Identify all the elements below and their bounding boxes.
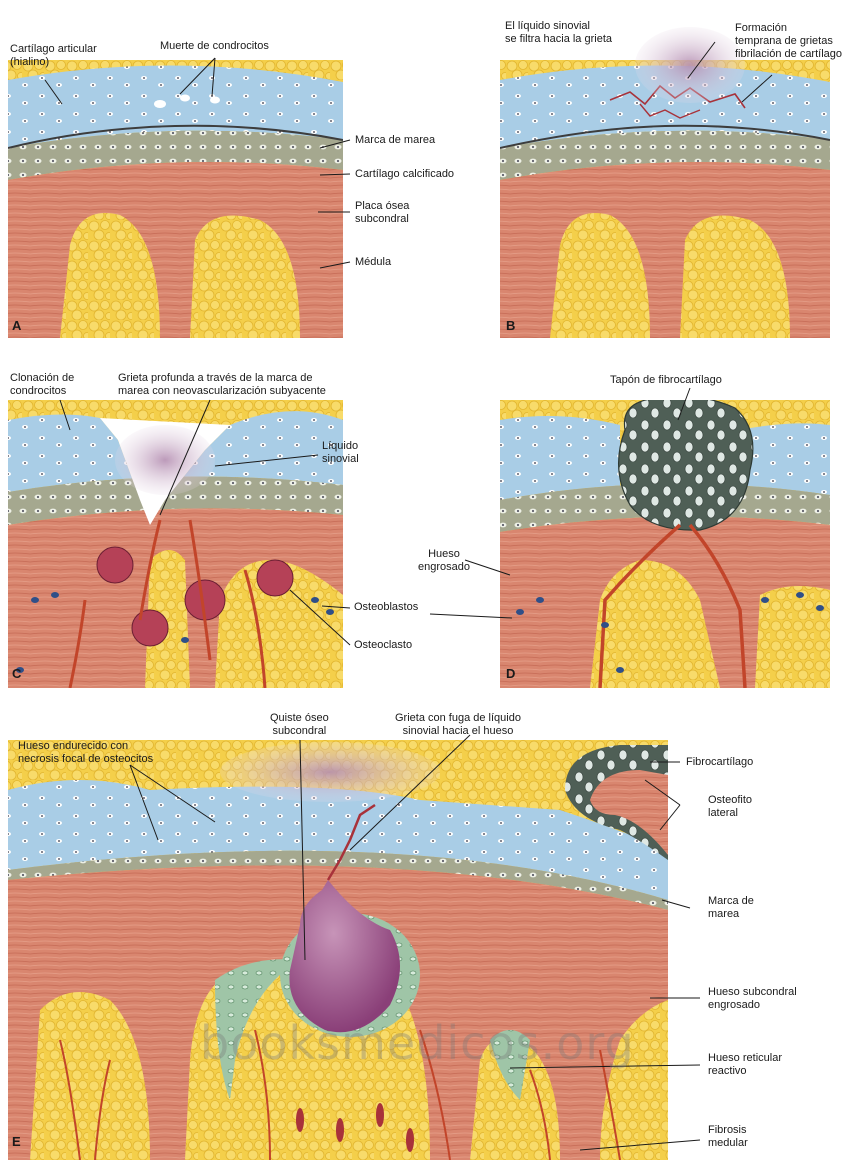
label-medula: Médula xyxy=(355,256,391,269)
label-osteoclasto: Osteoclasto xyxy=(354,639,412,652)
label-hueso-engrosado: Hueso engrosado xyxy=(418,548,470,574)
label-hueso-subcondral: Hueso subcondral engrosado xyxy=(708,986,797,1012)
label-marca-marea-a: Marca de marea xyxy=(355,134,435,147)
label-fibrocartilago: Fibrocartílago xyxy=(686,756,753,769)
label-muerte-condrocitos: Muerte de condrocitos xyxy=(160,40,269,53)
label-quiste: Quiste óseo subcondral xyxy=(270,712,329,738)
label-grieta-fuga: Grieta con fuga de líquido sinovial haci… xyxy=(395,712,521,738)
panel-b-synovial-cloud xyxy=(635,27,745,103)
label-cartilago-articular: Cartílago articular (hialino) xyxy=(10,43,97,69)
label-formacion-grietas: Formación temprana de grietas fibrilació… xyxy=(735,22,863,61)
label-hueso-endurecido: Hueso endurecido con necrosis focal de o… xyxy=(18,740,153,766)
label-osteoblastos: Osteoblastos xyxy=(354,601,418,614)
label-tapon-fibrocartilago: Tapón de fibrocartílago xyxy=(610,374,722,387)
panel-letter-d: D xyxy=(506,666,515,681)
panel-b-illustration xyxy=(500,60,830,338)
label-grieta-profunda: Grieta profunda a través de la marca de … xyxy=(118,372,326,398)
panel-e-synovial-cloud xyxy=(220,742,440,802)
label-hueso-reticular: Hueso reticular reactivo xyxy=(708,1052,782,1078)
panel-e-illustration xyxy=(8,740,668,1160)
label-marca-marea-e: Marca de marea xyxy=(708,895,754,921)
panel-letter-e: E xyxy=(12,1134,21,1149)
label-liquido-filtra: El líquido sinovial se filtra hacia la g… xyxy=(505,20,612,46)
panel-letter-c: C xyxy=(12,666,21,681)
watermark-text: booksmedicos.org xyxy=(200,1016,635,1070)
panel-letter-a: A xyxy=(12,318,21,333)
label-placa-osea: Placa ósea subcondral xyxy=(355,200,409,226)
label-cartilago-calcificado: Cartílago calcificado xyxy=(355,168,454,181)
panel-letter-b: B xyxy=(506,318,515,333)
label-clonacion: Clonación de condrocitos xyxy=(10,372,74,398)
panel-a-illustration xyxy=(8,60,343,338)
label-osteofito: Osteofito lateral xyxy=(708,794,752,820)
label-fibrosis: Fibrosis medular xyxy=(708,1124,748,1150)
panel-c-illustration xyxy=(8,400,343,688)
panel-d-illustration xyxy=(500,396,830,688)
label-liquido-sinovial: Líquido sinovial xyxy=(322,440,359,466)
